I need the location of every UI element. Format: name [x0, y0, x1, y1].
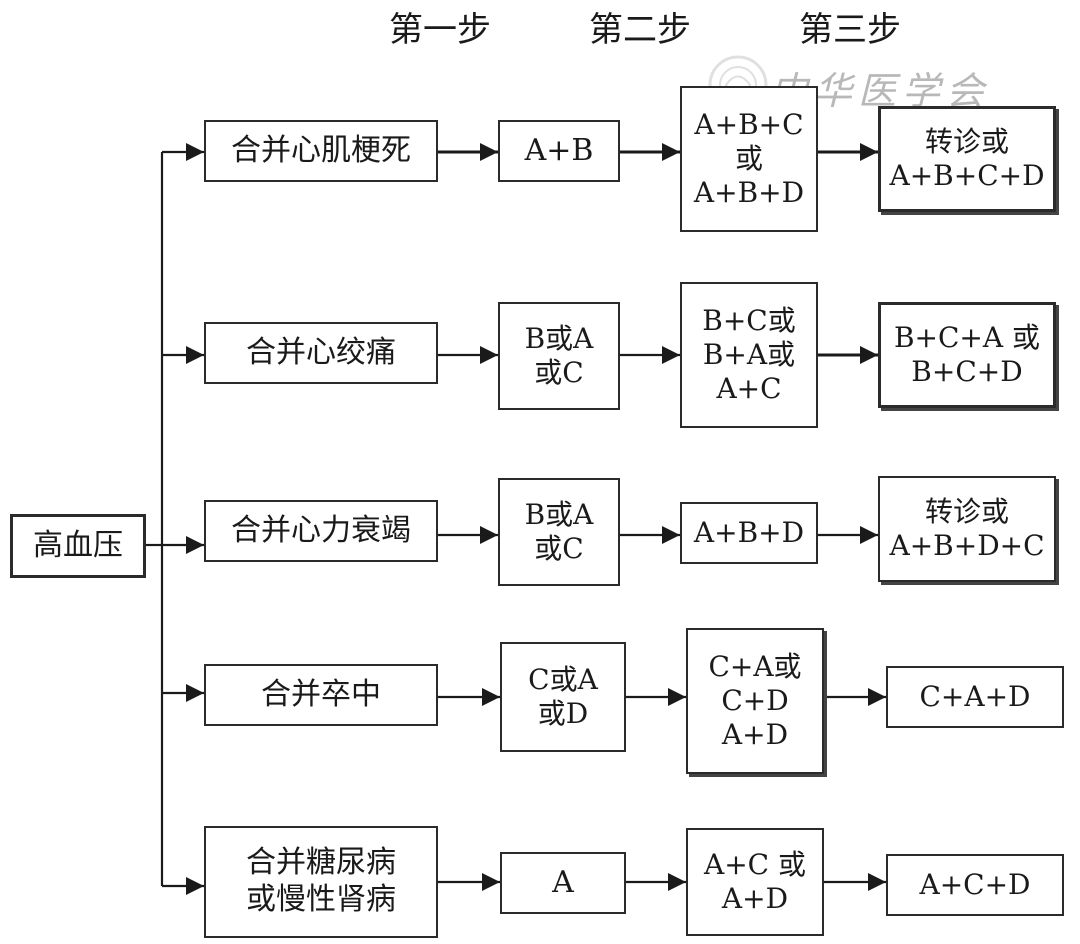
- step2-header: 第二步: [589, 10, 691, 50]
- step1-node-1: A+B: [498, 120, 620, 182]
- step3-header: 第三步: [799, 10, 901, 50]
- step2-node-2: B+C或 B+A或 A+C: [680, 282, 818, 428]
- step3-label: A+C+D: [919, 867, 1031, 901]
- condition-label: 合并心力衰竭: [231, 512, 411, 548]
- step1-label: C或A 或D: [528, 662, 598, 730]
- step3-label: C+A+D: [919, 679, 1031, 713]
- condition-node-5: 合并糖尿病 或慢性肾病: [204, 826, 438, 938]
- step3-node-3: 转诊或 A+B+D+C: [878, 476, 1056, 582]
- step3-label: B+C+A 或 B+C+D: [893, 320, 1041, 388]
- step3-label: 转诊或 A+B+C+D: [889, 124, 1045, 192]
- step2-label: A+C 或 A+D: [703, 847, 806, 915]
- step2-label: B+C或 B+A或 A+C: [702, 303, 796, 406]
- condition-label: 合并卒中: [261, 676, 381, 712]
- condition-node-4: 合并卒中: [204, 664, 438, 726]
- step3-label: 转诊或 A+B+D+C: [889, 494, 1045, 562]
- condition-node-1: 合并心肌梗死: [204, 120, 438, 182]
- step1-node-5: A: [500, 852, 626, 914]
- root-node: 高血压: [10, 514, 146, 578]
- step1-header: 第一步: [389, 10, 491, 50]
- step1-label: B或A 或C: [524, 321, 594, 389]
- step1-node-4: C或A 或D: [500, 642, 626, 752]
- step1-label: A: [552, 864, 574, 900]
- step1-label: B或A 或C: [524, 497, 594, 565]
- step1-node-2: B或A 或C: [498, 302, 620, 410]
- step2-label: A+B+D: [693, 515, 805, 549]
- step2-node-5: A+C 或 A+D: [686, 828, 824, 936]
- step2-node-3: A+B+D: [680, 502, 818, 564]
- condition-label: 合并心肌梗死: [231, 132, 411, 168]
- condition-label: 合并糖尿病 或慢性肾病: [246, 845, 396, 917]
- step2-label: A+B+C 或 A+B+D: [693, 107, 805, 210]
- step3-node-5: A+C+D: [886, 854, 1064, 916]
- step2-label: C+A或 C+D A+D: [708, 649, 802, 752]
- step1-label: A+B: [524, 132, 594, 168]
- step2-node-4: C+A或 C+D A+D: [686, 628, 824, 774]
- step2-node-1: A+B+C 或 A+B+D: [680, 86, 818, 232]
- step3-node-4: C+A+D: [886, 666, 1064, 728]
- condition-label: 合并心绞痛: [246, 334, 396, 370]
- step1-node-3: B或A 或C: [498, 478, 620, 586]
- root-label: 高血压: [33, 527, 123, 563]
- condition-node-2: 合并心绞痛: [204, 322, 438, 384]
- step3-node-2: B+C+A 或 B+C+D: [878, 302, 1056, 408]
- condition-node-3: 合并心力衰竭: [204, 500, 438, 562]
- step3-node-1: 转诊或 A+B+C+D: [878, 106, 1056, 212]
